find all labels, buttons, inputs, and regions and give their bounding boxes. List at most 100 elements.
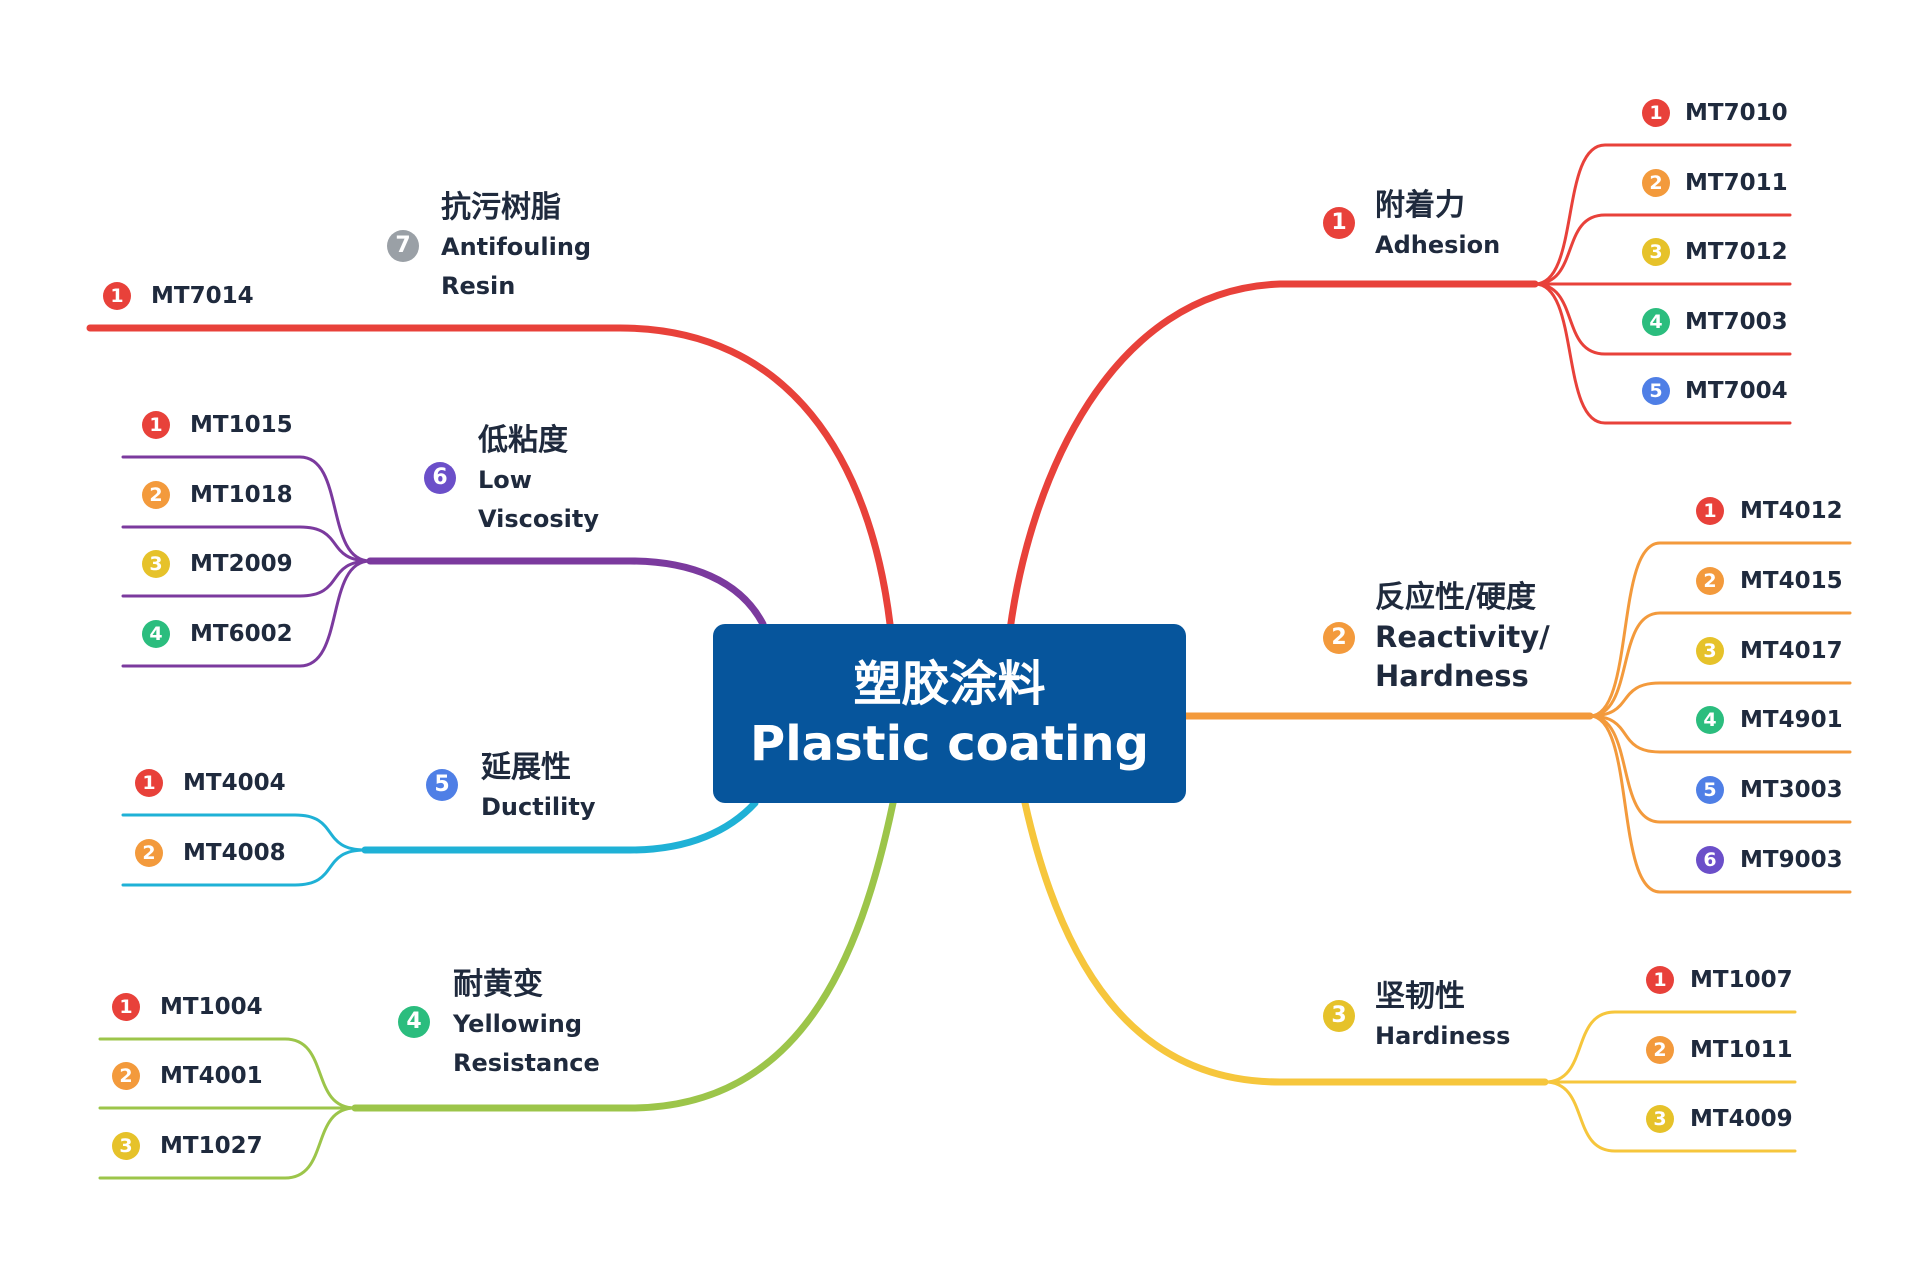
b4-leaf-2-label[interactable]: MT4001 xyxy=(160,1063,263,1089)
b2-leaf-6-number-badge: 6 xyxy=(1696,846,1724,874)
b1-leaf-1-number-badge: 1 xyxy=(1642,99,1670,127)
branch-7-label[interactable]: 抗污树脂 Antifouling Resin xyxy=(441,188,591,306)
branch-7-title-en: Antifouling Resin xyxy=(441,233,592,300)
b5-leaf-1-label[interactable]: MT4004 xyxy=(183,770,286,796)
b4-leaf-3-label[interactable]: MT1027 xyxy=(160,1133,263,1159)
b6-leaf-3-number-badge: 3 xyxy=(142,550,170,578)
b6-leaf-connector-1 xyxy=(121,455,372,563)
b1-leaf-connector-1 xyxy=(1533,143,1792,286)
b3-leaf-1-number-badge: 1 xyxy=(1646,966,1674,994)
branch-2-number-badge: 2 xyxy=(1323,622,1355,654)
branch-5-number-badge: 5 xyxy=(426,769,458,801)
b2-leaf-6-label[interactable]: MT9003 xyxy=(1740,847,1843,873)
b5-leaf-2-number-badge: 2 xyxy=(135,839,163,867)
branch-6-title-zh: 低粘度 xyxy=(478,423,568,458)
b6-leaf-3-label[interactable]: MT2009 xyxy=(190,551,293,577)
b1-leaf-5-label[interactable]: MT7004 xyxy=(1685,378,1788,404)
b2-leaf-4-label[interactable]: MT4901 xyxy=(1740,707,1843,733)
branch-1-label[interactable]: 附着力 Adhesion xyxy=(1375,186,1500,265)
b2-leaf-1-number-badge: 1 xyxy=(1696,497,1724,525)
branch-3-label[interactable]: 坚韧性 Hardiness xyxy=(1375,977,1510,1056)
branch-3-title-en: Hardiness xyxy=(1375,1022,1511,1050)
b2-leaf-2-label[interactable]: MT4015 xyxy=(1740,568,1843,594)
center-node[interactable]: 塑胶涂料 Plastic coating xyxy=(713,624,1186,803)
b3-leaf-2-number-badge: 2 xyxy=(1646,1036,1674,1064)
b4-leaf-1-number-badge: 1 xyxy=(112,993,140,1021)
b2-leaf-connector-3 xyxy=(1588,681,1852,718)
b7-leaf-1-label[interactable]: MT7014 xyxy=(151,283,254,309)
b1-leaf-4-number-badge: 4 xyxy=(1642,308,1670,336)
b5-leaf-1-number-badge: 1 xyxy=(135,769,163,797)
b1-leaf-2-label[interactable]: MT7011 xyxy=(1685,170,1788,196)
b4-leaf-1-label[interactable]: MT1004 xyxy=(160,994,263,1020)
b1-leaf-1-label[interactable]: MT7010 xyxy=(1685,100,1788,126)
b2-leaf-1-label[interactable]: MT4012 xyxy=(1740,498,1843,524)
b2-leaf-2-number-badge: 2 xyxy=(1696,567,1724,595)
b3-leaf-connector-1 xyxy=(1543,1010,1797,1084)
center-title-en: Plastic coating xyxy=(750,715,1149,772)
branch-2-title-en: Reactivity/ Hardness xyxy=(1375,620,1550,693)
branch-2-label[interactable]: 反应性/硬度 Reactivity/ Hardness xyxy=(1375,578,1585,696)
branch-5-label[interactable]: 延展性 Ductility xyxy=(481,748,596,827)
branch-1-number-badge: 1 xyxy=(1323,207,1355,239)
b3-leaf-3-number-badge: 3 xyxy=(1646,1105,1674,1133)
b2-leaf-4-number-badge: 4 xyxy=(1696,706,1724,734)
branch-4-title-en: Yellowing Resistance xyxy=(453,1010,600,1077)
b2-leaf-3-label[interactable]: MT4017 xyxy=(1740,638,1843,664)
b6-leaf-1-label[interactable]: MT1015 xyxy=(190,412,293,438)
branch-4-title-zh: 耐黄变 xyxy=(453,967,543,1002)
branch-2-title-zh: 反应性/硬度 xyxy=(1375,580,1536,615)
branch-7-number-badge: 7 xyxy=(387,230,419,262)
b1-leaf-connector-2 xyxy=(1533,213,1792,286)
b1-leaf-3-number-badge: 3 xyxy=(1642,238,1670,266)
b2-leaf-5-label[interactable]: MT3003 xyxy=(1740,777,1843,803)
b2-leaf-3-number-badge: 3 xyxy=(1696,637,1724,665)
b3-leaf-3-label[interactable]: MT4009 xyxy=(1690,1106,1793,1132)
b7-main-connector xyxy=(86,324,894,628)
branch-4-number-badge: 4 xyxy=(398,1006,430,1038)
b2-leaf-connector-6 xyxy=(1588,714,1852,894)
b1-leaf-2-number-badge: 2 xyxy=(1642,169,1670,197)
branch-6-title-en: Low Viscosity xyxy=(478,466,600,533)
b3-leaf-connector-3 xyxy=(1543,1080,1797,1153)
b1-leaf-connector-4 xyxy=(1533,282,1792,356)
b4-leaf-3-number-badge: 3 xyxy=(112,1132,140,1160)
branch-4-label[interactable]: 耐黄变 Yellowing Resistance xyxy=(453,965,623,1083)
b6-leaf-4-label[interactable]: MT6002 xyxy=(190,621,293,647)
branch-1-title-en: Adhesion xyxy=(1375,231,1501,259)
branch-3-title-zh: 坚韧性 xyxy=(1375,979,1465,1014)
b2-leaf-connector-5 xyxy=(1588,714,1852,824)
branch-6-number-badge: 6 xyxy=(424,462,456,494)
b6-leaf-connector-3 xyxy=(121,559,372,598)
b5-leaf-connector-1 xyxy=(121,813,367,852)
b2-leaf-5-number-badge: 5 xyxy=(1696,776,1724,804)
b6-leaf-4-number-badge: 4 xyxy=(142,620,170,648)
b4-leaf-connector-3 xyxy=(98,1106,357,1180)
center-title-zh: 塑胶涂料 xyxy=(853,655,1046,712)
b6-leaf-2-label[interactable]: MT1018 xyxy=(190,482,293,508)
b1-leaf-3-label[interactable]: MT7012 xyxy=(1685,239,1788,265)
branch-6-label[interactable]: 低粘度 Low Viscosity xyxy=(478,421,608,539)
branch-7-title-zh: 抗污树脂 xyxy=(441,190,561,225)
b6-main-connector xyxy=(366,557,767,628)
b6-leaf-2-number-badge: 2 xyxy=(142,481,170,509)
b1-main-connector xyxy=(1006,280,1539,634)
b3-leaf-1-label[interactable]: MT1007 xyxy=(1690,967,1793,993)
b6-leaf-connector-4 xyxy=(121,559,372,668)
branch-1-title-zh: 附着力 xyxy=(1375,188,1465,223)
b2-leaf-connector-2 xyxy=(1588,611,1852,718)
b1-leaf-connector-5 xyxy=(1533,282,1792,425)
b3-leaf-2-label[interactable]: MT1011 xyxy=(1690,1037,1793,1063)
b5-leaf-connector-2 xyxy=(121,848,367,887)
b7-leaf-1-number-badge: 1 xyxy=(103,282,131,310)
b5-leaf-2-label[interactable]: MT4008 xyxy=(183,840,286,866)
b1-leaf-4-label[interactable]: MT7003 xyxy=(1685,309,1788,335)
b3-main-connector xyxy=(1021,799,1549,1086)
branch-5-title-en: Ductility xyxy=(481,793,596,821)
b6-leaf-connector-2 xyxy=(121,525,372,563)
b6-leaf-1-number-badge: 1 xyxy=(142,411,170,439)
b1-leaf-5-number-badge: 5 xyxy=(1642,377,1670,405)
b4-leaf-2-number-badge: 2 xyxy=(112,1062,140,1090)
b2-leaf-connector-1 xyxy=(1588,541,1852,718)
